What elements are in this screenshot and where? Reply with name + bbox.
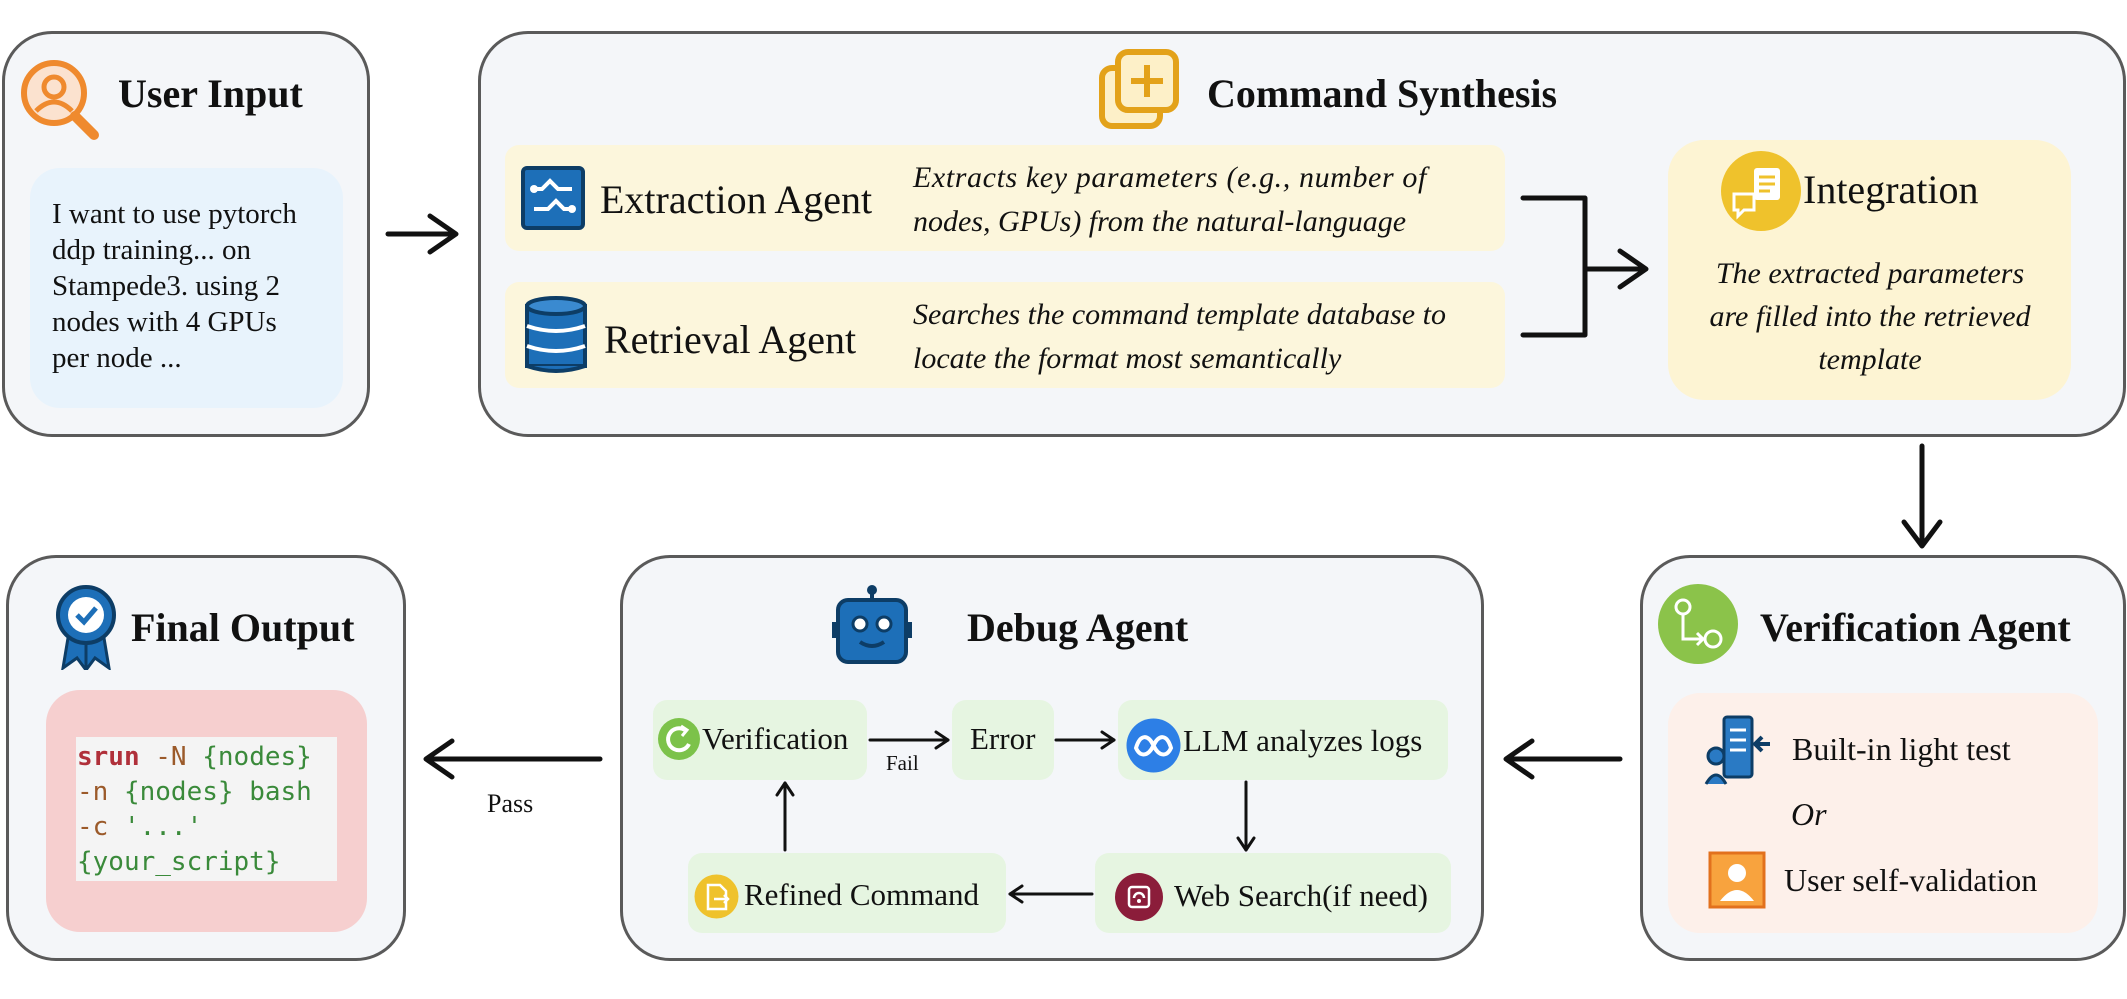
- code-line-1: srun -N {nodes}: [77, 740, 312, 775]
- code-arg: {nodes}: [123, 777, 234, 807]
- robot-icon: [830, 584, 914, 666]
- integration-desc-line-2: are filled into the retrieved: [1709, 300, 2031, 333]
- integration-desc-line-3: template: [1818, 343, 1922, 376]
- code-flag: -N: [139, 742, 203, 772]
- user-list-icon: [1704, 714, 1774, 786]
- web-search-icon: [1114, 872, 1164, 922]
- user-input-line-5: per node ...: [52, 342, 182, 374]
- code-command: bash: [233, 777, 312, 807]
- code-flag: -c: [77, 812, 124, 842]
- code-arg: {your_script}: [77, 847, 281, 877]
- retrieval-desc-line-2: locate the format most semantically: [913, 342, 1342, 375]
- debug-llm-label: LLM analyzes logs: [1183, 723, 1423, 758]
- fail-label: Fail: [886, 751, 919, 775]
- loop-icon: [657, 717, 701, 761]
- user-self-validation: User self-validation: [1784, 862, 2038, 898]
- user-input-line-2: ddp training... on: [52, 234, 251, 266]
- extraction-agent-label: Extraction Agent: [600, 177, 873, 222]
- meta-logo-icon: [1126, 718, 1181, 773]
- pass-label: Pass: [487, 789, 534, 818]
- badge-check-icon: [55, 584, 117, 675]
- debug-refined-label: Refined Command: [744, 877, 980, 912]
- code-line-2: -n {nodes} bash: [77, 775, 312, 810]
- user-input-line-3: Stampede3. using 2: [52, 270, 280, 302]
- database-icon: [524, 296, 588, 374]
- extraction-icon: [520, 165, 586, 231]
- verification-agent-title: Verification Agent: [1760, 605, 2071, 650]
- workflow-gear-icon: [1657, 583, 1739, 665]
- extraction-desc-line-1: Extracts key parameters (e.g., number of: [913, 161, 1427, 194]
- code-arg: {nodes}: [202, 742, 312, 772]
- code-string: '...': [123, 812, 203, 842]
- builtin-light-test: Built-in light test: [1792, 731, 2011, 767]
- integration-title: Integration: [1803, 167, 1979, 212]
- extraction-agent-box: [505, 145, 1505, 251]
- retrieval-agent-box: [505, 282, 1505, 388]
- document-export-icon: [694, 874, 739, 919]
- code-line-4: {your_script}: [77, 845, 281, 880]
- command-synthesis-title: Command Synthesis: [1207, 71, 1558, 116]
- code-flag: -n: [77, 777, 124, 807]
- code-keyword: srun: [77, 742, 140, 772]
- debug-agent-title: Debug Agent: [967, 605, 1189, 650]
- add-copy-icon: [1098, 48, 1182, 132]
- code-line-3: -c '...': [77, 810, 202, 845]
- code-block: [76, 737, 337, 881]
- debug-verification-label: Verification: [702, 721, 849, 756]
- extraction-desc-line-2: nodes, GPUs) from the natural-language: [913, 205, 1407, 238]
- user-portrait-icon: [1708, 851, 1766, 909]
- or-label: Or: [1791, 796, 1827, 832]
- debug-error-label: Error: [970, 721, 1036, 756]
- retrieval-agent-label: Retrieval Agent: [604, 317, 857, 362]
- user-input-textbox: [30, 168, 343, 408]
- retrieval-desc-line-1: Searches the command template database t…: [913, 298, 1446, 331]
- user-input-title: User Input: [118, 71, 303, 116]
- user-input-line-1: I want to use pytorch: [52, 198, 297, 230]
- integration-icon: [1720, 150, 1802, 232]
- user-search-icon: [18, 55, 100, 141]
- debug-error-box: [952, 700, 1054, 780]
- integration-desc-line-1: The extracted parameters: [1715, 257, 2025, 290]
- final-output-title: Final Output: [131, 605, 355, 650]
- user-input-line-4: nodes with 4 GPUs: [52, 306, 277, 338]
- debug-web-search-label: Web Search(if need): [1174, 878, 1428, 913]
- debug-refined-box: [688, 853, 1006, 933]
